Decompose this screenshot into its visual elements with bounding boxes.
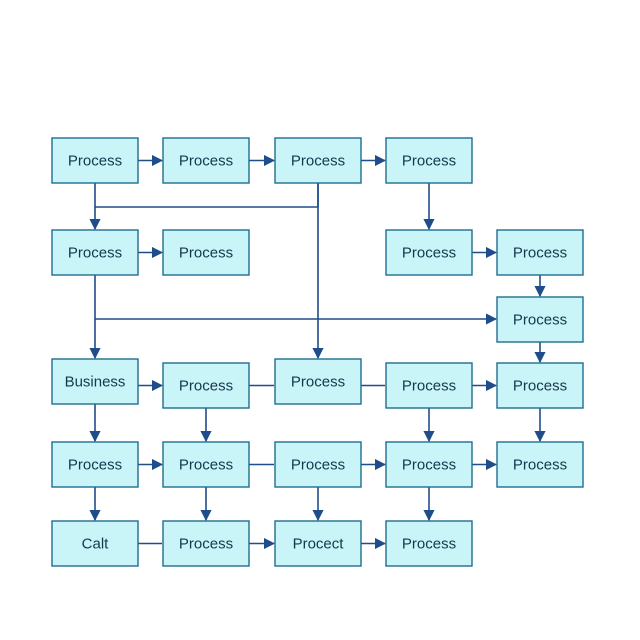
process-box-rect <box>51 229 139 276</box>
process-box-rect <box>385 362 473 409</box>
process-box-label: Process <box>179 457 233 474</box>
process-box-r5c2: Process <box>162 441 250 488</box>
process-box-rect <box>51 358 139 405</box>
process-box-label: Process <box>513 378 567 395</box>
process-box-label: Process <box>402 245 456 262</box>
process-box-label: Process <box>68 245 122 262</box>
process-box-label: Procect <box>293 536 345 553</box>
process-box-label: Process <box>402 457 456 474</box>
process-box-rect <box>274 358 362 405</box>
process-box-rect <box>51 441 139 488</box>
process-box-r2c1: Process <box>51 229 139 276</box>
process-box-r4c1: Business <box>51 358 139 405</box>
process-box-r6c1: Calt <box>51 520 139 567</box>
process-box-label: Process <box>68 457 122 474</box>
process-box-rect <box>162 441 250 488</box>
process-box-rect <box>274 520 362 567</box>
process-box-label: Process <box>291 153 345 170</box>
process-box-r1c1: Process <box>51 137 139 184</box>
process-box-label: Calt <box>82 536 110 553</box>
process-box-label: Process <box>513 312 567 329</box>
process-box-r6c3: Procect <box>274 520 362 567</box>
process-box-r5c4: Process <box>385 441 473 488</box>
process-box-r6c4: Process <box>385 520 473 567</box>
connector-r1c3-r2c1 <box>95 183 319 208</box>
process-box-label: Process <box>291 374 345 391</box>
process-box-rect <box>162 362 250 409</box>
process-box-r4c5: Process <box>496 362 584 409</box>
process-box-label: Process <box>402 536 456 553</box>
process-box-rect <box>496 229 584 276</box>
process-box-rect <box>162 229 250 276</box>
process-box-label: Business <box>65 374 126 391</box>
process-box-r5c1: Process <box>51 441 139 488</box>
process-box-r3c5: Process <box>496 296 584 343</box>
process-box-r5c5: Process <box>496 441 584 488</box>
connectors-layer <box>89 154 546 550</box>
process-box-label: Process <box>402 378 456 395</box>
process-box-label: Process <box>513 457 567 474</box>
process-box-rect <box>385 520 473 567</box>
process-box-r1c2: Process <box>162 137 250 184</box>
process-box-label: Process <box>179 378 233 395</box>
process-box-rect <box>274 137 362 184</box>
process-box-rect <box>385 441 473 488</box>
process-box-rect <box>385 137 473 184</box>
process-box-label: Process <box>402 153 456 170</box>
process-box-rect <box>162 520 250 567</box>
process-box-label: Process <box>179 245 233 262</box>
process-box-rect <box>162 137 250 184</box>
process-box-label: Process <box>513 245 567 262</box>
process-box-label: Process <box>291 457 345 474</box>
process-box-r4c4: Process <box>385 362 473 409</box>
process-box-label: Process <box>179 153 233 170</box>
process-box-r4c3: Process <box>274 358 362 405</box>
process-box-r2c2: Process <box>162 229 250 276</box>
process-box-r1c4: Process <box>385 137 473 184</box>
process-box-rect <box>274 441 362 488</box>
process-box-r1c3: Process <box>274 137 362 184</box>
process-box-rect <box>496 296 584 343</box>
process-box-r4c2: Process <box>162 362 250 409</box>
process-box-rect <box>385 229 473 276</box>
process-box-r2c4: Process <box>385 229 473 276</box>
process-box-r5c3: Process <box>274 441 362 488</box>
process-box-rect <box>496 441 584 488</box>
process-box-rect <box>51 137 139 184</box>
process-box-r2c5: Process <box>496 229 584 276</box>
process-box-rect <box>496 362 584 409</box>
process-box-label: Process <box>68 153 122 170</box>
process-box-label: Process <box>179 536 233 553</box>
process-box-r6c2: Process <box>162 520 250 567</box>
process-box-rect <box>51 520 139 567</box>
